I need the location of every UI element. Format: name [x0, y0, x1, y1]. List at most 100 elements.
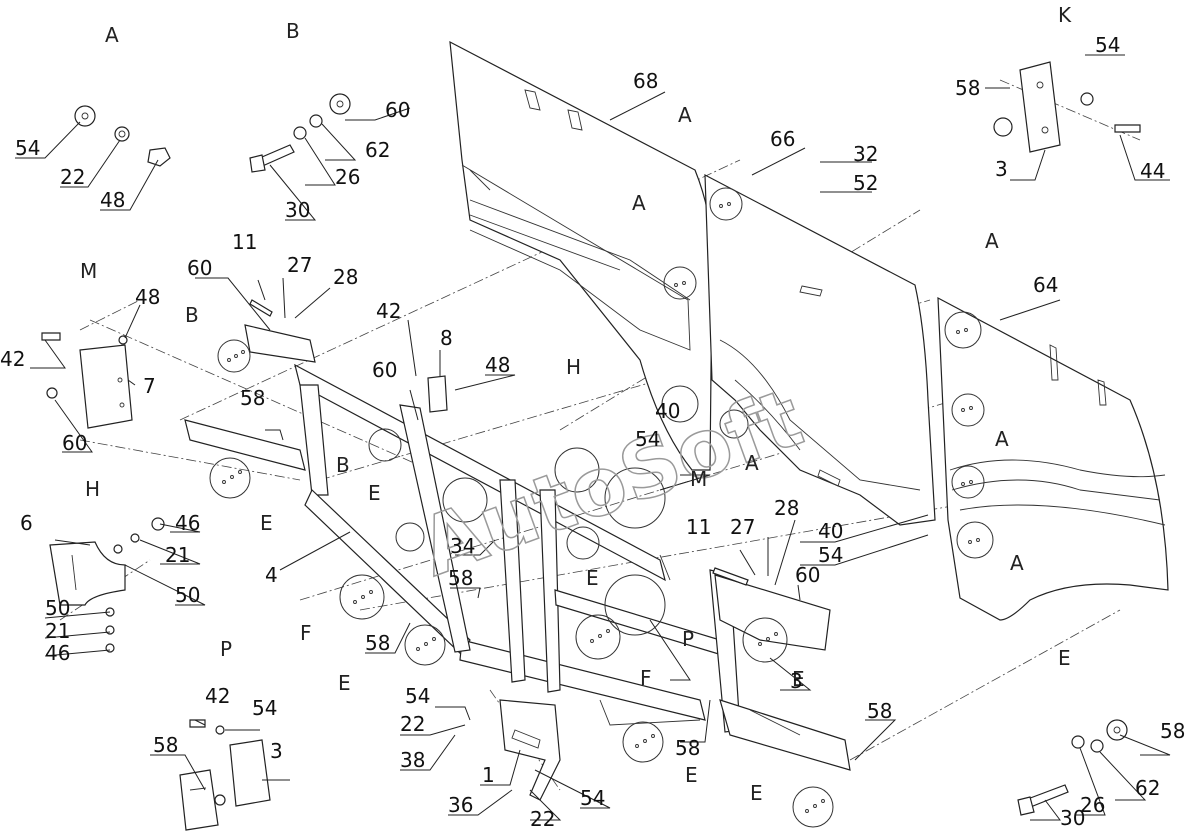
callout-label: 22: [530, 807, 555, 831]
callout-label: 4: [265, 563, 278, 587]
panel-64: [937, 296, 1169, 621]
callout-label: 48: [135, 285, 160, 309]
detail-p-parts: [179, 719, 271, 831]
callout-label: 21: [165, 543, 190, 567]
callout-label: 8: [440, 326, 453, 350]
callout-label: 3: [995, 157, 1008, 181]
callout-label: 50: [175, 583, 200, 607]
section-label: B: [336, 453, 350, 477]
callout-label: 42: [0, 347, 25, 371]
callout-label: 62: [365, 138, 390, 162]
callout-label: 1: [482, 763, 495, 787]
section-label: E: [750, 781, 763, 805]
callout-label: 40: [655, 399, 680, 423]
callout-label: 64: [1033, 273, 1058, 297]
callout-label: 60: [372, 358, 397, 382]
callout-label: 58: [1160, 719, 1185, 743]
callout-label: 60: [795, 563, 820, 587]
section-label: P: [682, 627, 694, 651]
detail-b-parts: [249, 93, 351, 173]
section-label: K: [1058, 3, 1072, 27]
callout-label: 54: [1095, 33, 1120, 57]
callout-label: 58: [240, 386, 265, 410]
callout-label: 58: [867, 699, 892, 723]
callout-label: 42: [205, 684, 230, 708]
section-label: A: [105, 23, 119, 47]
section-label: F: [640, 666, 652, 690]
callout-label: 34: [450, 534, 475, 558]
callout-label: 22: [60, 165, 85, 189]
section-label: E: [260, 511, 273, 535]
callout-label: 60: [385, 98, 410, 122]
callout-label: 28: [774, 496, 799, 520]
section-labels: A B M H P K E A A A A A A B B E E E F F …: [80, 3, 1072, 805]
callout-label: 58: [365, 631, 390, 655]
callout-label: 36: [448, 793, 473, 817]
callout-label: 7: [143, 374, 156, 398]
detail-m-parts: [41, 332, 133, 429]
callout-label: 6: [20, 511, 33, 535]
callout-label: 46: [45, 641, 70, 665]
section-label: E: [368, 481, 381, 505]
callout-label: 26: [1080, 793, 1105, 817]
callout-label: 26: [335, 165, 360, 189]
callout-label: 52: [853, 171, 878, 195]
callout-label: 54: [252, 696, 277, 720]
callout-label: 44: [1140, 159, 1165, 183]
section-label: A: [632, 191, 646, 215]
callout-label: 3: [790, 669, 803, 693]
callout-label: 58: [448, 566, 473, 590]
callout-label: 3: [270, 739, 283, 763]
detail-a-parts: [74, 105, 171, 167]
callout-label: 28: [333, 265, 358, 289]
detail-e-parts: [1017, 719, 1128, 816]
callout-label: 54: [818, 543, 843, 567]
callout-label: 62: [1135, 776, 1160, 800]
section-label: E: [586, 566, 599, 590]
section-label: E: [792, 667, 805, 691]
callout-label: 48: [100, 188, 125, 212]
section-label: H: [566, 355, 581, 379]
panel-66: [704, 173, 936, 526]
frame-4: [184, 324, 851, 771]
callout-label: 54: [15, 136, 40, 160]
section-label: E: [338, 671, 351, 695]
part-number-callouts: 54 22 48 60 62 26 30 68 66 32 52 58 54 3…: [0, 33, 1185, 831]
callout-label: 54: [635, 427, 660, 451]
callout-label: 40: [818, 519, 843, 543]
leader-lines: [15, 54, 1171, 821]
callout-label: 22: [400, 712, 425, 736]
section-label: H: [85, 477, 100, 501]
section-label: P: [220, 637, 232, 661]
section-label: B: [286, 19, 300, 43]
section-label: E: [685, 763, 698, 787]
detail-k-parts: [993, 61, 1141, 153]
callout-label: 60: [62, 431, 87, 455]
bracket-8: [427, 375, 448, 413]
callout-label: 58: [675, 736, 700, 760]
section-label: F: [300, 621, 312, 645]
callout-label: 48: [485, 353, 510, 377]
callout-label: 58: [153, 733, 178, 757]
callout-label: 42: [376, 299, 401, 323]
callout-label: 66: [770, 127, 795, 151]
watermark-text: AutoSoft: [408, 371, 814, 594]
section-label: A: [985, 229, 999, 253]
callout-label: 54: [405, 684, 430, 708]
callout-label: 27: [730, 515, 755, 539]
callout-label: 11: [686, 515, 711, 539]
section-label: M: [80, 259, 97, 283]
pins-11: [249, 299, 749, 586]
callout-label: 54: [580, 786, 605, 810]
callout-label: 11: [232, 230, 257, 254]
detail-h-parts: [49, 517, 165, 653]
section-label: A: [1010, 551, 1024, 575]
callout-label: 50: [45, 596, 70, 620]
callout-label: 21: [45, 619, 70, 643]
callout-label: 58: [955, 76, 980, 100]
section-label: E: [1058, 646, 1071, 670]
section-label: A: [678, 103, 692, 127]
fastener-circles: [209, 187, 994, 828]
